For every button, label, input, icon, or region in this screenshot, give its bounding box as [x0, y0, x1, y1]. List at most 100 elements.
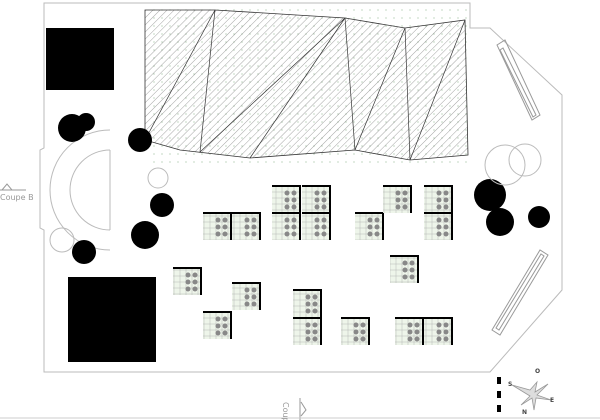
- plant-icon: [215, 330, 221, 336]
- plant-icon: [312, 322, 318, 328]
- semicircle-seating: [49, 129, 111, 251]
- planter-edge: [424, 185, 453, 213]
- compass-south: S: [508, 381, 513, 388]
- plant-icon: [443, 190, 449, 196]
- plant-icon: [402, 204, 408, 210]
- plant-icon: [305, 329, 311, 335]
- plant-icon: [443, 322, 449, 328]
- planter-edge: [272, 185, 301, 213]
- plant-icon: [222, 316, 228, 322]
- plant-icon: [443, 204, 449, 210]
- planter-edge: [232, 282, 261, 310]
- plant-icon: [215, 217, 221, 223]
- plant-icon: [284, 197, 290, 203]
- plant-icon: [251, 287, 257, 293]
- plant-icon: [291, 231, 297, 237]
- plant-icon: [185, 286, 191, 292]
- benches: [491, 39, 549, 336]
- compass-north: N: [522, 409, 528, 416]
- plant-icon: [305, 308, 311, 314]
- compass-west: O: [535, 368, 541, 375]
- plant-icon: [192, 286, 198, 292]
- plant-icon: [284, 217, 290, 223]
- plant-icon: [251, 294, 257, 300]
- plant-icon: [409, 267, 415, 273]
- planter-edge: [395, 317, 424, 345]
- plant-icon: [353, 336, 359, 342]
- plant-icon: [436, 322, 442, 328]
- plant-icon: [284, 224, 290, 230]
- plant-icon: [436, 190, 442, 196]
- plant-icon: [185, 272, 191, 278]
- plant-icon: [222, 217, 228, 223]
- plant-icon: [414, 329, 420, 335]
- compass-rose: [511, 380, 552, 411]
- plant-icon: [443, 224, 449, 230]
- planter-edge: [293, 289, 322, 317]
- plant-icon: [402, 267, 408, 273]
- planter-modules: [173, 185, 453, 345]
- plant-icon: [244, 287, 250, 293]
- plant-icon: [222, 224, 228, 230]
- planter-edge: [424, 212, 453, 240]
- plant-icon: [321, 190, 327, 196]
- plant-icon: [244, 294, 250, 300]
- plant-icon: [407, 336, 413, 342]
- plant-icon: [244, 217, 250, 223]
- plant-icon: [215, 323, 221, 329]
- plant-icon: [251, 301, 257, 307]
- plant-icon: [291, 224, 297, 230]
- plant-icon: [321, 197, 327, 203]
- plant-icon: [251, 217, 257, 223]
- compass-east: E: [550, 397, 555, 404]
- plant-icon: [360, 329, 366, 335]
- plant-icon: [305, 301, 311, 307]
- plant-icon: [353, 322, 359, 328]
- plant-icon: [443, 231, 449, 237]
- plant-icon: [222, 323, 228, 329]
- plant-icon: [222, 330, 228, 336]
- planter-edge: [390, 255, 419, 283]
- plant-icon: [284, 204, 290, 210]
- plant-icon: [222, 231, 228, 237]
- plant-icon: [312, 294, 318, 300]
- plant-icon: [251, 224, 257, 230]
- plant-icon: [436, 231, 442, 237]
- plant-icon: [192, 272, 198, 278]
- planter-edge: [173, 267, 202, 295]
- plant-icon: [251, 231, 257, 237]
- trees: [58, 113, 550, 264]
- plant-icon: [443, 197, 449, 203]
- section-label-b: Coupe B: [0, 193, 34, 202]
- planter-edge: [341, 317, 370, 345]
- plant-icon: [305, 336, 311, 342]
- plant-icon: [312, 308, 318, 314]
- planter-edge: [302, 212, 331, 240]
- plant-icon: [407, 329, 413, 335]
- plant-icon: [414, 322, 420, 328]
- plant-icon: [192, 279, 198, 285]
- plant-icon: [374, 217, 380, 223]
- plant-icon: [284, 190, 290, 196]
- plant-icon: [314, 197, 320, 203]
- plant-icon: [395, 197, 401, 203]
- plant-icon: [443, 336, 449, 342]
- plant-icon: [360, 336, 366, 342]
- plant-icon: [367, 224, 373, 230]
- plant-icon: [291, 204, 297, 210]
- plant-icon: [402, 274, 408, 280]
- plant-icon: [395, 204, 401, 210]
- planter-edge: [203, 311, 232, 339]
- plant-icon: [374, 231, 380, 237]
- planter-edge: [383, 185, 412, 213]
- planter-edge: [293, 317, 322, 345]
- plant-icon: [321, 224, 327, 230]
- plant-icon: [314, 231, 320, 237]
- plant-icon: [215, 316, 221, 322]
- plant-icon: [215, 231, 221, 237]
- plant-icon: [312, 301, 318, 307]
- plant-icon: [436, 329, 442, 335]
- plant-icon: [314, 190, 320, 196]
